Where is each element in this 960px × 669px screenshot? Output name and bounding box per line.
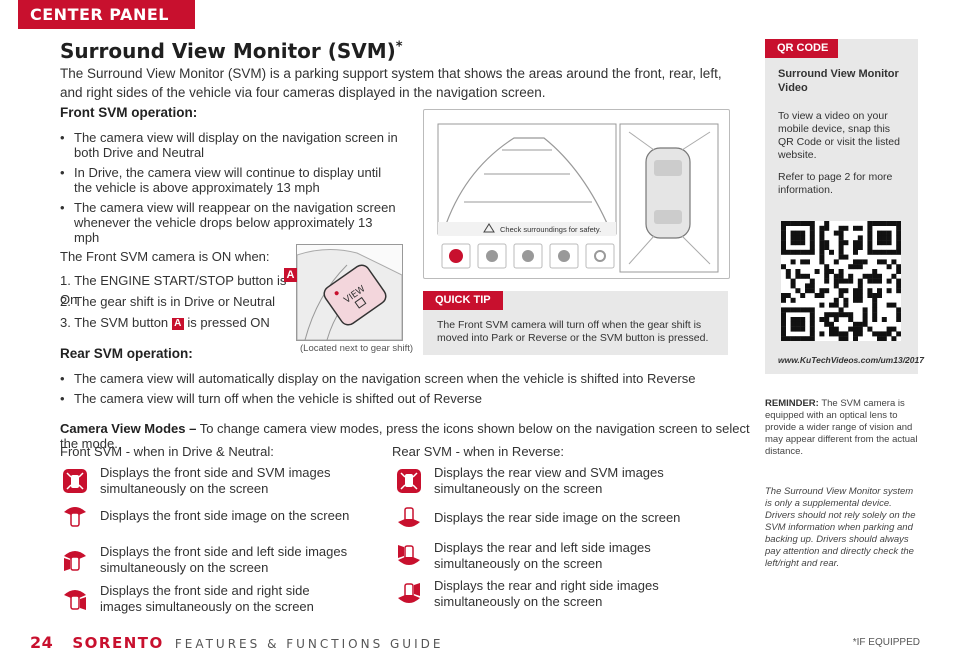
step-text: 3. The SVM button (60, 315, 169, 330)
rear-mode-text: Displays the rear side image on the scre… (434, 510, 681, 525)
qr-code-label: QR CODE (765, 39, 838, 58)
on-when-steps: 1. The ENGINE START/STOP button is On 2.… (60, 271, 300, 334)
front-mode-item: Displays the front side and left side im… (62, 544, 352, 576)
qr-code-graphic (781, 221, 902, 342)
qr-code-sidebar: QR CODE Surround View Monitor Video To v… (765, 39, 924, 374)
modes-intro: Camera View Modes – To change camera vie… (60, 421, 760, 451)
qr-code-image[interactable] (781, 221, 902, 342)
front-mode-text: Displays the front side image on the scr… (100, 508, 350, 523)
front-mode-text: Displays the front side and SVM images s… (100, 465, 331, 496)
rear-mode-item: Displays the rear and right side images … (396, 578, 716, 610)
front-modes-title: Front SVM - when in Drive & Neutral: (60, 444, 274, 459)
front-bullet: In Drive, the camera view will continue … (60, 165, 400, 195)
guide-title: FEATURES & FUNCTIONS GUIDE (174, 637, 444, 651)
screen-warning: Check surroundings for safety. (500, 225, 601, 234)
rear-right-mode-icon (396, 581, 422, 607)
intro-paragraph: The Surround View Monitor (SVM) is a par… (60, 66, 722, 100)
page-footer: 24 SORENTO FEATURES & FUNCTIONS GUIDE (30, 633, 443, 652)
front-left-mode-icon (62, 547, 88, 573)
front-bullet: The camera view will reappear on the nav… (60, 200, 400, 245)
front-mode-item: Displays the front side and right side i… (62, 583, 352, 615)
qr-title: Surround View Monitor Video (778, 68, 899, 94)
svm-button-illustration: VIEW (297, 249, 402, 340)
photo-caption: (Located next to gear shift) (300, 343, 414, 354)
front-right-mode-icon (62, 586, 88, 612)
if-equipped-note: *IF EQUIPPED (852, 637, 920, 648)
rear-mode-item: Displays the rear view and SVM images si… (396, 465, 716, 497)
front-bullets: The camera view will display on the navi… (60, 130, 400, 250)
rear-heading: Rear SVM operation: (60, 346, 193, 361)
step-item: 1. The ENGINE START/STOP button is On (60, 273, 287, 307)
photo-callout-badge: A (284, 268, 297, 282)
on-when-text: The Front SVM camera is ON when: (60, 249, 270, 264)
rear-view-mode-icon (396, 505, 422, 531)
svm-display: Check surroundings for safety. (437, 123, 719, 273)
reminder-note: REMINDER: The SVM camera is equipped wit… (765, 398, 920, 458)
step-item: 3. The SVM button A is pressed ON (60, 313, 300, 334)
quick-tip-text: The Front SVM camera will turn off when … (437, 319, 709, 344)
front-mode-text: Displays the front side and right side i… (100, 583, 314, 614)
front-heading: Front SVM operation: (60, 105, 198, 120)
rear-svm-mode-icon (396, 468, 422, 494)
svm-button-photo: VIEW (296, 244, 403, 341)
modes-text: To change camera view modes, press the i… (60, 421, 750, 451)
screen-mode-buttons (441, 243, 615, 269)
rear-mode-item: Displays the rear and left side images s… (396, 540, 716, 572)
rear-mode-text: Displays the rear and left side images s… (434, 540, 651, 571)
disclaimer-note: The Surround View Monitor system is only… (765, 486, 916, 569)
front-bullet: The camera view will display on the navi… (60, 130, 400, 160)
brand-name: SORENTO (72, 634, 164, 652)
svm-screen-illustration: Check surroundings for safety. (423, 109, 730, 279)
title-text: Surround View Monitor (SVM) (60, 39, 396, 63)
modes-label: Camera View Modes – (60, 421, 197, 436)
callout-badge: A (171, 318, 184, 330)
front-view-mode-icon (62, 503, 88, 529)
front-mode-item: Displays the front side image on the scr… (62, 503, 352, 529)
quick-tip-box: QUICK TIP The Front SVM camera will turn… (423, 291, 728, 355)
reminder-text: The SVM camera is equipped with an optic… (765, 398, 918, 457)
reminder-label: REMINDER: (765, 398, 819, 409)
rear-bullets: The camera view will automatically displ… (60, 371, 750, 411)
front-mode-text: Displays the front side and left side im… (100, 544, 348, 575)
rear-mode-text: Displays the rear and right side images … (434, 578, 659, 609)
qr-text: To view a video on your mobile device, s… (778, 110, 900, 161)
page-title: Surround View Monitor (SVM)* (60, 39, 403, 63)
rear-mode-text: Displays the rear view and SVM images si… (434, 465, 664, 496)
front-svm-mode-icon (62, 468, 88, 494)
rear-mode-item: Displays the rear side image on the scre… (396, 505, 716, 531)
front-mode-item: Displays the front side and SVM images s… (62, 465, 352, 497)
rear-left-mode-icon (396, 543, 422, 569)
rear-modes-title: Rear SVM - when in Reverse: (392, 444, 564, 459)
title-marker: * (395, 39, 403, 55)
step-item: 2. The gear shift is in Drive or Neutral (60, 294, 276, 309)
qr-refer-text: Refer to page 2 for more information. (778, 171, 893, 196)
quick-tip-label: QUICK TIP (423, 291, 503, 310)
rear-bullet: The camera view will turn off when the v… (60, 391, 750, 406)
step-suffix: is pressed ON (187, 315, 270, 330)
section-tab: CENTER PANEL (18, 0, 195, 29)
qr-url[interactable]: www.KuTechVideos.com/um13/2017 (778, 355, 924, 365)
page-number: 24 (30, 633, 54, 652)
rear-bullet: The camera view will automatically displ… (60, 371, 750, 386)
